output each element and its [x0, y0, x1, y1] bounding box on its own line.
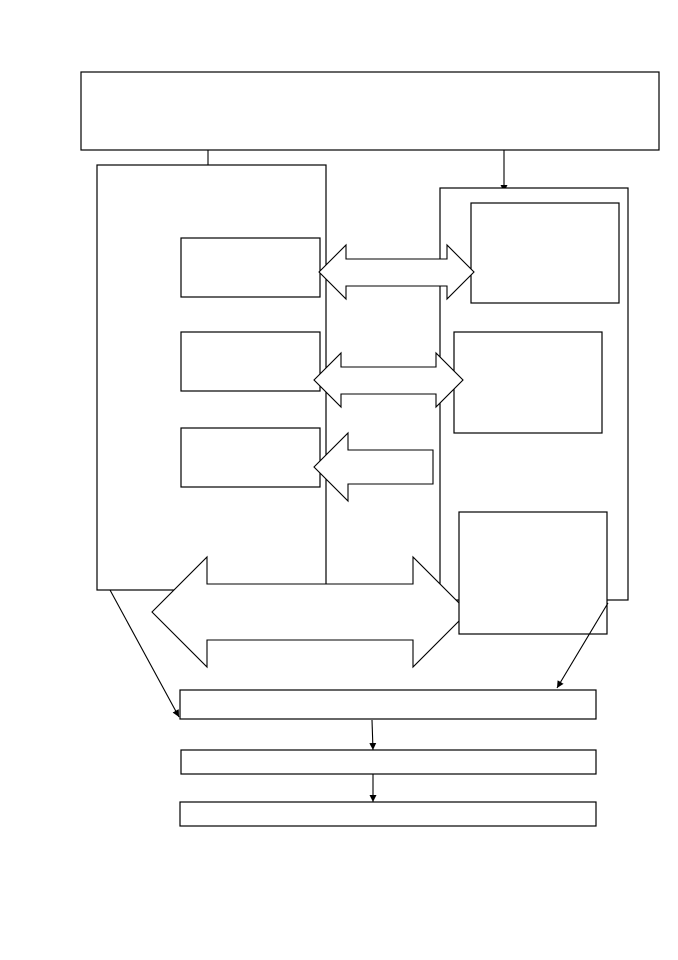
right-panel-to-step-1-connector: [556, 602, 609, 689]
top-box: [80, 71, 660, 151]
bottom-step-3: [179, 801, 597, 827]
left-box-2: [180, 331, 321, 392]
right-box-2: [453, 331, 603, 434]
bottom-step-2: [180, 749, 597, 775]
left-panel-to-step-1-connector: [109, 589, 180, 718]
left-box-1: [180, 237, 321, 298]
right-box-3: [458, 511, 608, 635]
bidirectional-arrow-2: [313, 351, 464, 409]
bidirectional-arrow-1: [318, 243, 475, 301]
left-box-3: [180, 427, 321, 488]
left-pointing-arrow: [313, 431, 434, 503]
bottom-step-1: [179, 689, 597, 720]
step-1-to-step-2-connector: [369, 719, 377, 751]
right-box-1: [470, 202, 620, 304]
